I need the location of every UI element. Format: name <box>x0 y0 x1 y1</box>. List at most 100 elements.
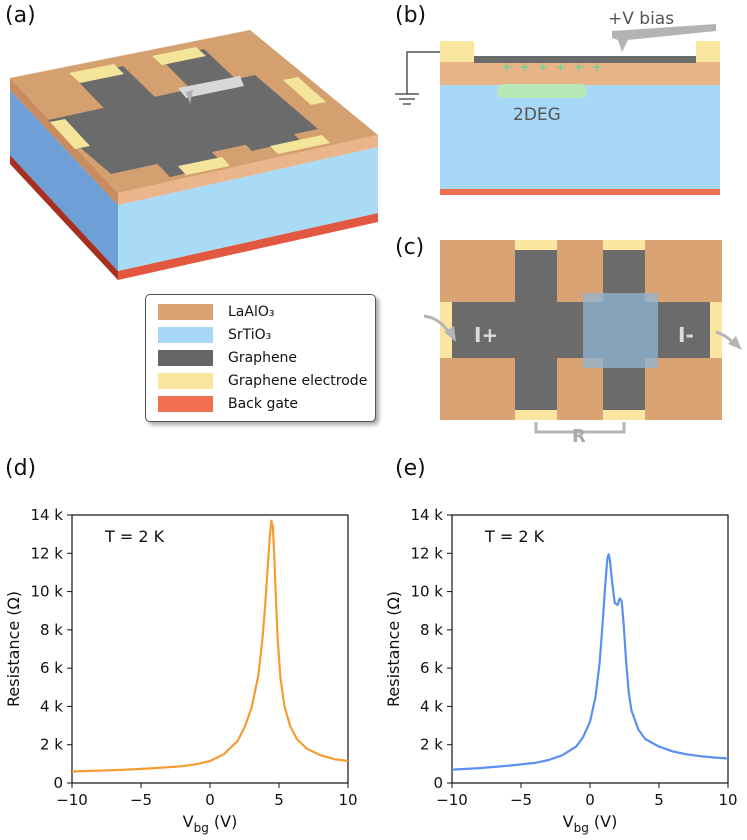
laalo3-front-face <box>118 135 378 205</box>
x-tick-label: 0 <box>585 791 595 809</box>
x-axis-label-unit: (V) <box>209 812 238 831</box>
laalo3-left-face <box>10 78 118 205</box>
bias-label: +V bias <box>608 9 674 29</box>
y-tick-label: 14 k <box>30 506 63 524</box>
x-axis-label-subscript: bg <box>194 821 209 835</box>
material-legend: LaAlO₃ SrTiO₃ Graphene Graphene electrod… <box>145 294 376 422</box>
resistance-curve <box>71 519 349 773</box>
back-gate-layer <box>440 189 720 195</box>
y-tick-label: 12 k <box>30 544 63 562</box>
electrode-right <box>696 41 720 62</box>
ground-wire <box>406 51 440 94</box>
electrode-pad <box>515 410 557 420</box>
electrode-pad <box>603 410 645 420</box>
panel-label-e: (e) <box>395 456 426 481</box>
graphene-vertical-bar-left <box>515 247 557 413</box>
substrate-front-face <box>118 147 378 271</box>
graphene-strip <box>474 56 696 63</box>
electrode-pad <box>710 302 722 358</box>
plot-frame <box>71 514 349 784</box>
y-axis-label: Resistance (Ω) <box>384 591 403 707</box>
y-tick-label: 8 k <box>420 621 443 639</box>
legend-label: Back gate <box>228 396 299 412</box>
electrode-pad <box>515 240 557 250</box>
graphene-horizontal-bar <box>440 302 722 358</box>
y-tick-label: 2 k <box>40 736 63 754</box>
legend-item: SrTiO₃ <box>158 326 373 344</box>
top-view-schematic: I+ I- R <box>423 240 742 447</box>
x-tick-label: 10 <box>338 791 357 809</box>
legend-swatch-backgate <box>158 396 213 412</box>
y-tick-label: 10 k <box>30 583 63 601</box>
electrode-pad <box>283 77 326 105</box>
graphene-vertical-bar-right <box>160 49 300 151</box>
resistance-curve <box>451 553 729 771</box>
electrode-pad <box>178 157 230 175</box>
legend-label: SrTiO₃ <box>228 327 272 343</box>
x-axis-label: Vbg (V) <box>563 812 618 835</box>
electrode-pad <box>603 240 645 250</box>
x-tick-label: 10 <box>718 791 737 809</box>
x-tick-label: 5 <box>274 791 284 809</box>
y-tick-label: 6 k <box>420 659 443 677</box>
y-tick-label: 0 <box>53 774 63 792</box>
laalo3-layer <box>440 62 720 85</box>
electrode-pad <box>152 47 206 65</box>
x-tick-label: −5 <box>510 791 532 809</box>
legend-item: Back gate <box>158 395 373 413</box>
resistance-label: R <box>572 426 586 447</box>
panel-label-b: (b) <box>395 3 427 28</box>
electrode-pad <box>50 119 90 149</box>
plot-frame <box>451 514 729 784</box>
substrate-left-face <box>10 90 118 271</box>
legend-item: Graphene <box>158 349 373 367</box>
afm-tip <box>178 76 244 98</box>
y-tick-label: 10 k <box>410 583 443 601</box>
x-axis-label-main: V <box>563 812 574 831</box>
current-out-arrowhead <box>728 336 742 350</box>
temperature-annotation: T = 2 K <box>484 527 545 546</box>
y-tick-label: 12 k <box>410 544 443 562</box>
panel-label-a: (a) <box>5 3 36 28</box>
x-tick-label: −10 <box>56 791 88 809</box>
electrode-left <box>440 41 474 62</box>
panel-label-c: (c) <box>395 235 425 260</box>
current-in-arrowhead <box>444 326 456 342</box>
x-tick-label: −5 <box>130 791 152 809</box>
graphene-vertical-bar-left <box>73 66 225 177</box>
x-axis-label: Vbg (V) <box>183 812 238 835</box>
legend-swatch-srtio3 <box>158 327 213 343</box>
backgate-front-strip <box>118 213 378 280</box>
y-tick-label: 14 k <box>410 506 443 524</box>
legend-label: Graphene electrode <box>228 373 368 389</box>
legend-label: LaAlO₃ <box>228 304 275 320</box>
legend-item: LaAlO₃ <box>158 303 373 321</box>
x-axis-label-subscript: bg <box>574 821 589 835</box>
backgate-left-strip <box>10 155 118 280</box>
x-tick-label: 5 <box>654 791 664 809</box>
y-tick-label: 8 k <box>40 621 63 639</box>
legend-label: Graphene <box>228 350 298 366</box>
afm-tip <box>612 24 716 52</box>
legend-swatch-graphene <box>158 350 213 366</box>
y-tick-label: 4 k <box>420 697 443 715</box>
temperature-annotation: T = 2 K <box>104 527 165 546</box>
srtio3-substrate <box>440 85 720 189</box>
y-tick-label: 2 k <box>420 736 443 754</box>
y-tick-label: 0 <box>433 774 443 792</box>
y-tick-label: 6 k <box>40 659 63 677</box>
x-axis-label-main: V <box>183 812 194 831</box>
y-tick-label: 4 k <box>40 697 63 715</box>
legend-item: Graphene electrode <box>158 372 373 390</box>
positive-charges: + + + + + + <box>502 58 601 76</box>
y-axis-label: Resistance (Ω) <box>4 591 23 707</box>
electrode-pad <box>270 135 330 154</box>
panel-label-d: (d) <box>5 456 37 481</box>
resistance-bracket <box>534 422 626 434</box>
current-in-label: I+ <box>474 323 498 347</box>
twodeg-region <box>497 84 587 98</box>
x-axis-label-unit: (V) <box>589 812 618 831</box>
twodeg-label: 2DEG <box>513 105 561 125</box>
